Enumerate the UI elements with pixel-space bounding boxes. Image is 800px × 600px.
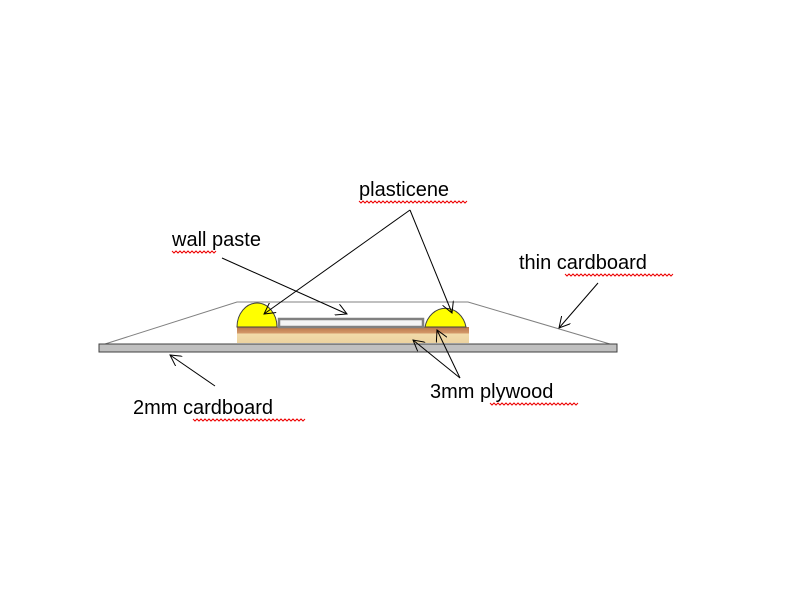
cardboard-2mm-shape [98,343,618,353]
spellcheck-underline [564,273,674,277]
plasticene-right-shape [424,307,467,328]
plasticene-arrow-left [264,209,411,314]
wall-paste-arrow [221,257,347,314]
plywood-shape [237,327,469,343]
label-plasticene: plasticene [359,179,449,201]
plywood-arrow-1 [413,340,461,379]
spellcheck-underline [171,250,217,254]
plasticene-arrow-right [409,209,452,313]
wall-paste-shape [277,317,425,329]
plywood-arrow-2 [437,330,461,379]
label-3mm-plywood: 3mm plywood [430,381,553,403]
cardboard-2mm-arrow [170,355,216,387]
spellcheck-underline [489,402,579,406]
spellcheck-underline [192,418,306,422]
label-2mm-cardboard: 2mm cardboard [133,397,273,419]
thin-cardboard-shape [104,301,611,345]
label-thin-cardboard: thin cardboard [519,252,647,274]
plasticene-left-shape [236,302,278,328]
spellcheck-underline [358,200,468,204]
thin-cardboard-arrow [559,282,599,328]
label-wall-paste: wall paste [171,229,261,251]
